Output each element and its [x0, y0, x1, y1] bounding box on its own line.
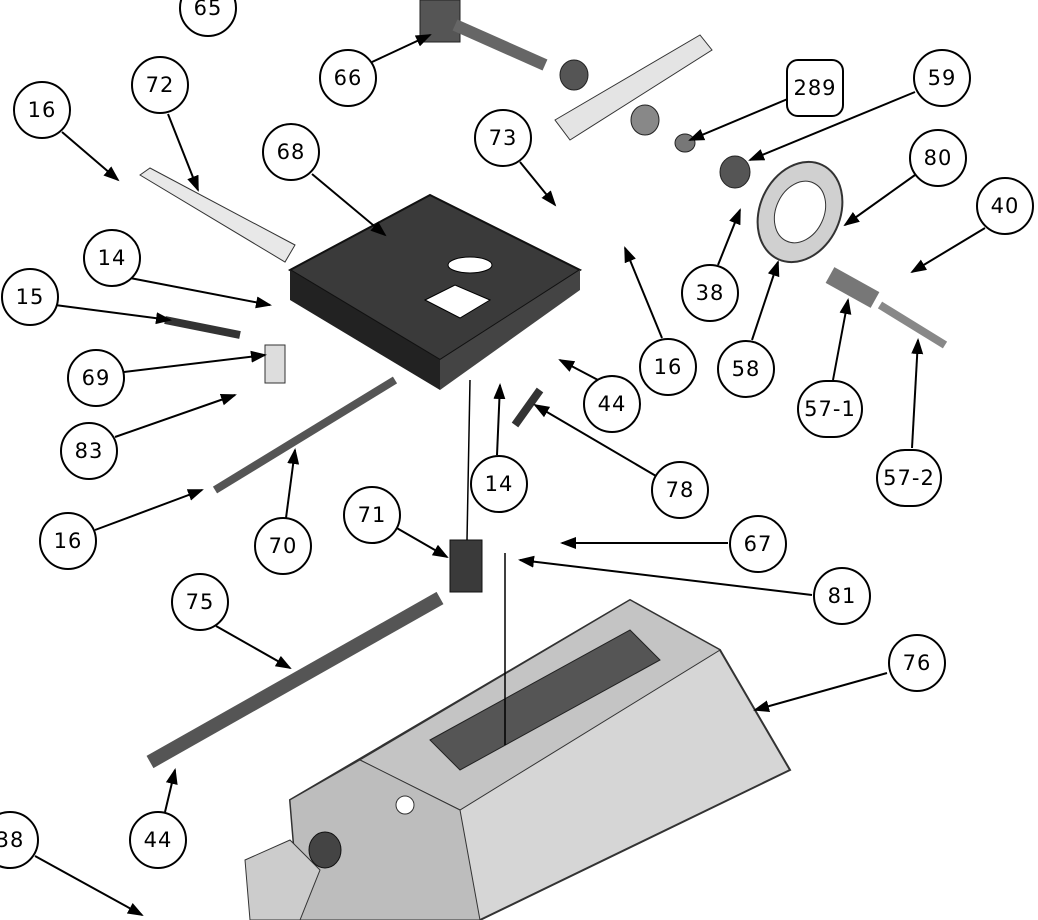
callout-68: 68 — [262, 123, 320, 181]
upper-parts — [419, 0, 948, 349]
callout-40: 40 — [976, 177, 1034, 235]
callout-80: 80 — [909, 129, 967, 187]
callout-16: 16 — [39, 512, 97, 570]
callout-38: 38 — [681, 264, 739, 322]
callout-14: 14 — [470, 455, 528, 513]
callout-44: 44 — [583, 375, 641, 433]
callout-289: 289 — [786, 59, 844, 117]
base-part-76 — [288, 598, 792, 920]
callout-59: 59 — [913, 49, 971, 107]
callout-44: 44 — [129, 811, 187, 869]
nut-part-71 — [449, 539, 483, 593]
screw-part-70 — [212, 376, 398, 494]
leadscrew-part-75 — [146, 591, 444, 769]
callout-83: 83 — [60, 422, 118, 480]
leader-lines — [34, 34, 986, 916]
callout-66: 66 — [319, 49, 377, 107]
callout-69: 69 — [67, 349, 125, 407]
callout-78: 78 — [651, 461, 709, 519]
callout-57-1: 57-1 — [797, 380, 863, 438]
callout-72: 72 — [131, 56, 189, 114]
callout-67: 67 — [729, 515, 787, 573]
gib-part-72 — [139, 167, 296, 263]
callout-15: 15 — [1, 268, 59, 326]
callout-16: 16 — [13, 81, 71, 139]
callout-75: 75 — [171, 573, 229, 631]
callout-16: 16 — [639, 338, 697, 396]
cross-slide-part-68 — [287, 193, 583, 390]
callout-57-2: 57-2 — [876, 449, 942, 507]
callout-71: 71 — [343, 486, 401, 544]
callout-70: 70 — [254, 517, 312, 575]
callout-81: 81 — [813, 567, 871, 625]
callout-14: 14 — [83, 229, 141, 287]
bracket-part — [244, 839, 321, 920]
callout-58: 58 — [717, 340, 775, 398]
callout-73: 73 — [474, 109, 532, 167]
callout-76: 76 — [888, 634, 946, 692]
